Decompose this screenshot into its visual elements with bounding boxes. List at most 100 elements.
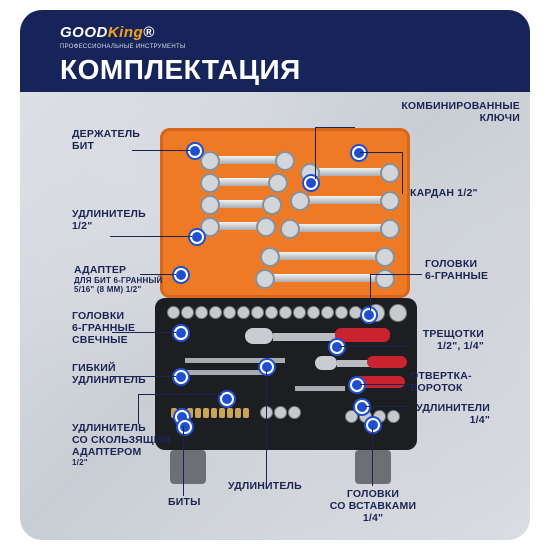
socket bbox=[251, 306, 264, 319]
infographic-card: GOODKing® ПРОФЕССИОНАЛЬНЫЕ ИНСТРУМЕНТЫ К… bbox=[20, 10, 530, 540]
header-banner: GOODKing® ПРОФЕССИОНАЛЬНЫЕ ИНСТРУМЕНТЫ К… bbox=[20, 10, 530, 92]
marker-dot bbox=[178, 420, 192, 434]
connector-line bbox=[266, 370, 267, 482]
case-latch bbox=[170, 450, 206, 484]
socket bbox=[209, 306, 222, 319]
socket bbox=[293, 306, 306, 319]
wrench bbox=[200, 151, 295, 171]
wrench bbox=[280, 219, 400, 239]
marker-dot bbox=[362, 308, 376, 322]
connector-line bbox=[110, 376, 176, 377]
connector-line bbox=[315, 127, 355, 128]
bit bbox=[243, 408, 249, 418]
socket bbox=[237, 306, 250, 319]
socket bbox=[288, 406, 301, 419]
bit bbox=[235, 408, 241, 418]
socket bbox=[167, 306, 180, 319]
marker-dot bbox=[350, 378, 364, 392]
marker-dot bbox=[220, 392, 234, 406]
connector-line bbox=[183, 426, 184, 496]
socket bbox=[223, 306, 236, 319]
bit bbox=[211, 408, 217, 418]
wrench bbox=[260, 247, 395, 267]
socket bbox=[345, 410, 358, 423]
bit bbox=[219, 408, 225, 418]
wrench bbox=[255, 269, 395, 289]
connector-line bbox=[138, 394, 222, 395]
connector-line bbox=[372, 428, 373, 486]
connector-line bbox=[340, 346, 410, 347]
marker-dot bbox=[355, 400, 369, 414]
marker-dot bbox=[174, 370, 188, 384]
socket bbox=[265, 306, 278, 319]
socket bbox=[335, 306, 348, 319]
socket bbox=[389, 304, 407, 322]
wrench bbox=[200, 173, 288, 193]
marker-dot bbox=[260, 360, 274, 374]
marker-dot bbox=[190, 230, 204, 244]
extension-bar bbox=[185, 370, 265, 375]
bit bbox=[203, 408, 209, 418]
label-bits: БИТЫ bbox=[168, 496, 201, 508]
connector-line bbox=[110, 236, 192, 237]
connector-line bbox=[360, 152, 402, 153]
bit bbox=[171, 408, 177, 418]
extension-bar bbox=[185, 358, 285, 363]
connector-line bbox=[365, 406, 410, 407]
connector-line bbox=[140, 274, 176, 275]
ratchet-shaft bbox=[273, 333, 353, 341]
connector-line bbox=[112, 332, 176, 333]
marker-dot bbox=[330, 340, 344, 354]
marker-dot bbox=[174, 326, 188, 340]
marker-dot bbox=[352, 146, 366, 160]
label-bit-adapter: АДАПТЕР ДЛЯ БИТ 6-ГРАННЫЙ 5/16" (8 ММ) 1… bbox=[74, 264, 163, 294]
label-extension: УДЛИНИТЕЛЬ bbox=[228, 480, 302, 492]
brand-tagline: ПРОФЕССИОНАЛЬНЫЕ ИНСТРУМЕНТЫ bbox=[60, 44, 186, 50]
connector-line bbox=[370, 274, 422, 275]
connector-line bbox=[360, 384, 410, 385]
connector-line bbox=[402, 152, 403, 194]
socket bbox=[349, 306, 362, 319]
ratchet-handle bbox=[367, 356, 407, 368]
label-sliding-extension: УДЛИНИТЕЛЬ СО СКОЛЬЗЯЩИМ АДАПТЕРОМ 1/2" bbox=[72, 422, 171, 467]
marker-dot bbox=[304, 176, 318, 190]
connector-line bbox=[370, 274, 371, 310]
socket bbox=[321, 306, 334, 319]
connector-line bbox=[132, 150, 190, 151]
socket bbox=[274, 406, 287, 419]
socket bbox=[195, 306, 208, 319]
ratchet-head bbox=[315, 356, 337, 370]
socket bbox=[387, 410, 400, 423]
wrench bbox=[200, 195, 282, 215]
bit bbox=[195, 408, 201, 418]
connector-line bbox=[315, 127, 316, 179]
bit bbox=[227, 408, 233, 418]
screwdriver-handle bbox=[355, 376, 405, 388]
wrench bbox=[290, 191, 400, 211]
marker-dot bbox=[188, 144, 202, 158]
case-lid bbox=[160, 128, 410, 298]
ratchet-shaft bbox=[337, 360, 377, 367]
label-screwdriver: ОТВЕРТКА-ВОРОТОК bbox=[410, 370, 472, 394]
case-latch bbox=[355, 450, 391, 484]
marker-dot bbox=[174, 268, 188, 282]
wrench bbox=[200, 217, 276, 237]
wrench bbox=[300, 163, 400, 183]
socket bbox=[279, 306, 292, 319]
ratchet-head bbox=[245, 328, 273, 344]
brand-logo: GOODKing® bbox=[60, 24, 155, 41]
label-cardan: КАРДАН 1/2" bbox=[410, 187, 478, 199]
page-title: КОМПЛЕКТАЦИЯ bbox=[60, 54, 301, 85]
ratchet-handle bbox=[335, 328, 390, 342]
bit bbox=[187, 408, 193, 418]
marker-dot bbox=[366, 418, 380, 432]
